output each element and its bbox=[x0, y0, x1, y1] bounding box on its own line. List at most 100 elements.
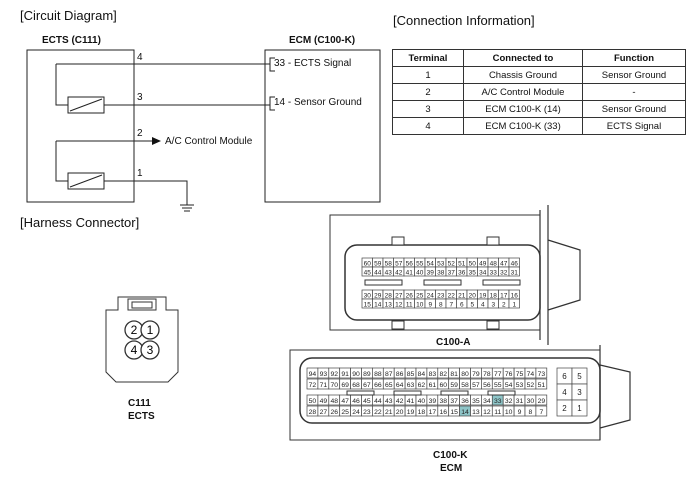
pin-57: 57 bbox=[470, 378, 482, 390]
svg-text:39: 39 bbox=[429, 398, 437, 405]
svg-text:91: 91 bbox=[341, 371, 349, 378]
pin-3: 3 bbox=[487, 298, 499, 309]
svg-text:55: 55 bbox=[416, 260, 424, 267]
pin-82: 82 bbox=[437, 367, 450, 379]
pin-21: 21 bbox=[382, 405, 395, 417]
pin-74: 74 bbox=[524, 367, 537, 379]
pin-45: 45 bbox=[361, 394, 373, 406]
svg-text:79: 79 bbox=[472, 371, 480, 378]
pin-8: 8 bbox=[524, 405, 537, 417]
pin-32: 32 bbox=[502, 394, 515, 406]
svg-text:81: 81 bbox=[450, 371, 458, 378]
pin-47: 47 bbox=[498, 257, 510, 268]
svg-text:21: 21 bbox=[458, 292, 466, 299]
pin-12: 12 bbox=[393, 298, 405, 309]
pin-80: 80 bbox=[459, 367, 471, 379]
table-cell: ECTS Signal bbox=[582, 117, 686, 135]
pin-7: 7 bbox=[535, 405, 548, 417]
pin-66: 66 bbox=[372, 378, 384, 390]
svg-text:1: 1 bbox=[147, 323, 154, 337]
svg-text:5: 5 bbox=[577, 372, 582, 381]
pin-44: 44 bbox=[372, 266, 384, 277]
pin-37: 37 bbox=[445, 266, 457, 277]
pin-69: 69 bbox=[339, 378, 351, 390]
pin-93: 93 bbox=[317, 367, 330, 379]
svg-text:28: 28 bbox=[385, 292, 393, 299]
pin-14: 14 bbox=[372, 298, 384, 309]
pin-56: 56 bbox=[481, 378, 493, 390]
pin-51: 51 bbox=[535, 378, 548, 390]
pin-61: 61 bbox=[426, 378, 439, 390]
pin-58: 58 bbox=[382, 257, 394, 268]
pin-12: 12 bbox=[481, 405, 493, 417]
pin-92: 92 bbox=[328, 367, 341, 379]
svg-text:11: 11 bbox=[406, 301, 413, 308]
svg-text:3: 3 bbox=[147, 343, 154, 357]
svg-text:46: 46 bbox=[352, 398, 360, 405]
pin-22: 22 bbox=[372, 405, 384, 417]
svg-text:56: 56 bbox=[406, 260, 414, 267]
pin-41: 41 bbox=[404, 394, 417, 406]
pin-16: 16 bbox=[437, 405, 450, 417]
slot bbox=[393, 390, 422, 396]
ects-label: ECTS bbox=[128, 411, 155, 422]
svg-text:19: 19 bbox=[407, 409, 415, 416]
pin-50: 50 bbox=[466, 257, 478, 268]
svg-text:42: 42 bbox=[395, 269, 403, 276]
svg-text:5: 5 bbox=[470, 301, 474, 308]
pin-48: 48 bbox=[328, 394, 341, 406]
pin-28: 28 bbox=[306, 405, 319, 417]
pin-51: 51 bbox=[456, 257, 468, 268]
svg-text:9: 9 bbox=[518, 409, 522, 416]
svg-text:18: 18 bbox=[418, 409, 426, 416]
pin-10: 10 bbox=[414, 298, 426, 309]
header-connected-to: Connected to bbox=[463, 49, 583, 67]
slot bbox=[423, 279, 462, 286]
svg-text:46: 46 bbox=[511, 260, 519, 267]
svg-text:54: 54 bbox=[427, 260, 435, 267]
c111-label: C111 bbox=[128, 398, 151, 409]
pin-65: 65 bbox=[382, 378, 395, 390]
svg-text:40: 40 bbox=[416, 269, 424, 276]
svg-text:83: 83 bbox=[429, 371, 437, 378]
pin-18: 18 bbox=[415, 405, 428, 417]
pin-4: 4 bbox=[556, 383, 573, 401]
svg-text:73: 73 bbox=[538, 371, 546, 378]
pin-32: 32 bbox=[498, 266, 510, 277]
pin-8: 8 bbox=[435, 298, 447, 309]
pin-55: 55 bbox=[491, 378, 504, 390]
svg-text:29: 29 bbox=[538, 398, 546, 405]
pin-54: 54 bbox=[424, 257, 436, 268]
svg-text:29: 29 bbox=[374, 292, 382, 299]
pin-57: 57 bbox=[393, 257, 405, 268]
svg-text:94: 94 bbox=[309, 371, 317, 378]
pin-75: 75 bbox=[513, 367, 526, 379]
svg-text:39: 39 bbox=[427, 269, 435, 276]
svg-text:2: 2 bbox=[562, 404, 567, 413]
pin-67: 67 bbox=[361, 378, 373, 390]
svg-text:70: 70 bbox=[330, 382, 338, 389]
c111-connector bbox=[105, 296, 179, 383]
pin-59: 59 bbox=[448, 378, 460, 390]
svg-text:42: 42 bbox=[396, 398, 404, 405]
pin-44: 44 bbox=[372, 394, 384, 406]
pin-63: 63 bbox=[404, 378, 417, 390]
ecm-box bbox=[264, 49, 381, 203]
pin-2: 2 bbox=[556, 399, 573, 417]
svg-text:2: 2 bbox=[502, 301, 506, 308]
svg-text:10: 10 bbox=[416, 301, 424, 308]
table-cell: 4 bbox=[392, 117, 464, 135]
svg-text:14: 14 bbox=[374, 301, 382, 308]
pin-2: 2 bbox=[498, 298, 510, 309]
ecm-title: ECM (C100-K) bbox=[289, 35, 356, 46]
pin-29: 29 bbox=[535, 394, 548, 406]
svg-text:25: 25 bbox=[416, 292, 424, 299]
svg-text:37: 37 bbox=[450, 398, 458, 405]
pin-29: 29 bbox=[372, 289, 384, 300]
svg-text:13: 13 bbox=[472, 409, 480, 416]
pin-87: 87 bbox=[382, 367, 395, 379]
svg-text:80: 80 bbox=[461, 371, 469, 378]
pin-28: 28 bbox=[382, 289, 394, 300]
